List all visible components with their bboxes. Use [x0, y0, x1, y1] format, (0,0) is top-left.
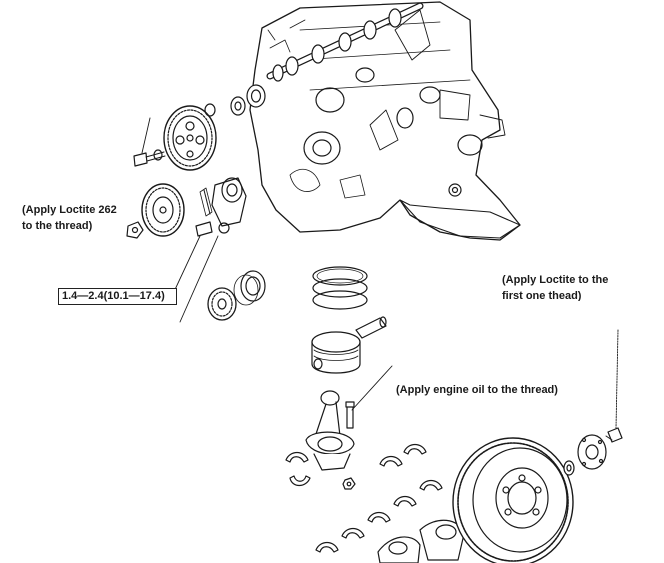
pilot-bearing	[564, 461, 574, 475]
camshaft	[270, 6, 420, 81]
piston-pin	[356, 317, 386, 338]
leader-line-torque	[172, 236, 200, 296]
loctite-262-label-line2: to the thread)	[22, 220, 93, 232]
piston-rings	[313, 267, 367, 309]
engine-oil-label: (Apply engine oil to the thread)	[396, 384, 558, 396]
loctite-262-label-line1: (Apply Loctite 262	[22, 204, 117, 216]
crank-washer	[234, 271, 265, 305]
torque-spec-box: 1.4—2.4(10.1—17.4)	[58, 288, 177, 305]
connecting-rod	[306, 391, 354, 470]
tensioner-bolt	[196, 222, 229, 236]
cylinder-block	[250, 2, 520, 240]
rod-bearing-shells	[286, 453, 310, 486]
loctite-first-thread-label-line2: first one thead)	[502, 290, 582, 301]
loctite-first-thread-label-line1: (Apply Loctite to the	[502, 274, 609, 286]
leader-line-torque-2	[180, 236, 218, 322]
main-bearing-shells	[316, 445, 442, 553]
belt-tensioner	[200, 178, 246, 226]
sprocket-bolt	[134, 150, 165, 166]
oil-pump-sprocket	[142, 184, 184, 236]
leader-line-engine-oil	[352, 366, 392, 410]
cam-oil-seal	[231, 85, 265, 115]
conrod-nut	[343, 478, 355, 489]
leader-line-flywheel-bolt	[616, 330, 618, 428]
camshaft-sprocket	[164, 104, 216, 170]
piston	[312, 332, 360, 373]
conrod-bolt	[346, 402, 354, 428]
flywheel-washer-plate	[578, 435, 606, 469]
flywheel-bolt	[606, 428, 622, 442]
crankshaft-sprocket	[208, 288, 236, 320]
flywheel	[453, 438, 573, 563]
leader-line-cam-bolt	[142, 118, 150, 153]
sprocket-nut	[127, 222, 143, 238]
